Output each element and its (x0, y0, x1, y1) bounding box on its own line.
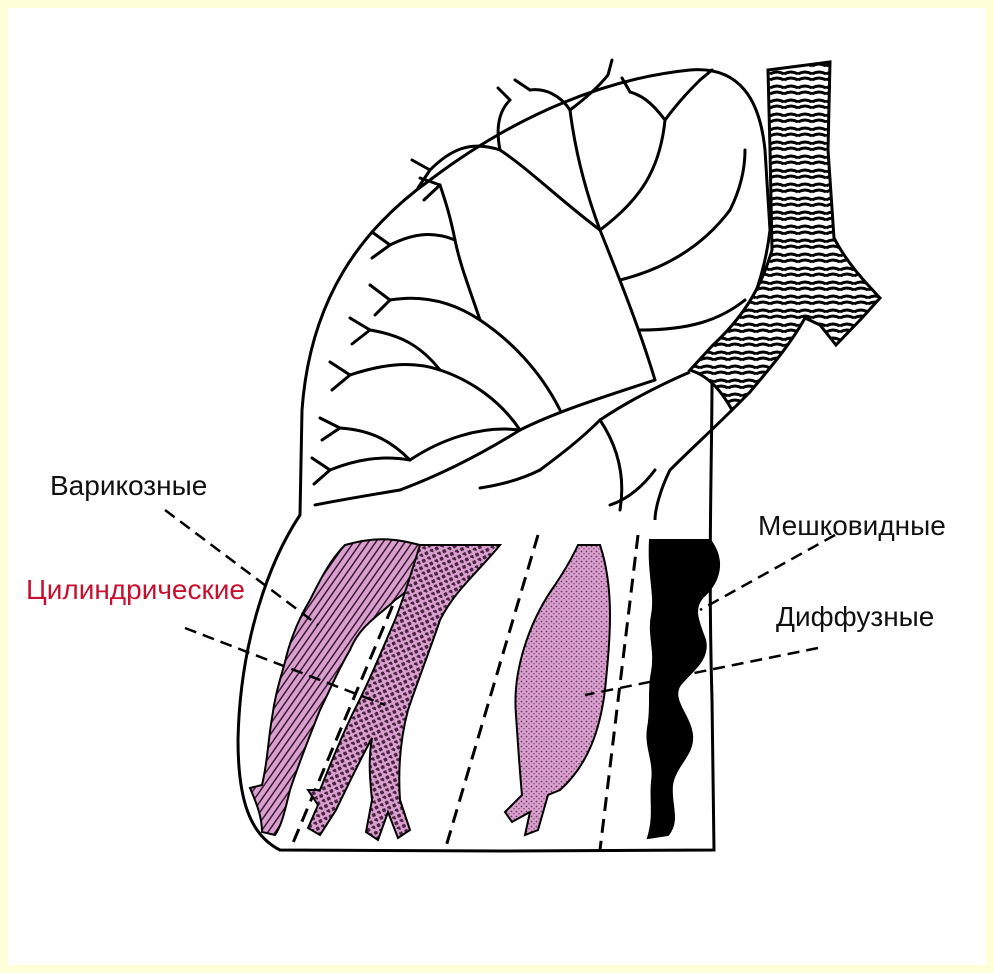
label-varicose: Варикозные (48, 470, 209, 502)
leader-saccular (700, 535, 835, 610)
label-diffuse: Диффузные (774, 601, 936, 633)
label-saccular: Мешковидные (756, 510, 948, 542)
label-cylindrical: Цилиндрические (24, 574, 247, 606)
figure-panel: Варикозные Цилиндрические Мешковидные Ди… (8, 8, 986, 965)
